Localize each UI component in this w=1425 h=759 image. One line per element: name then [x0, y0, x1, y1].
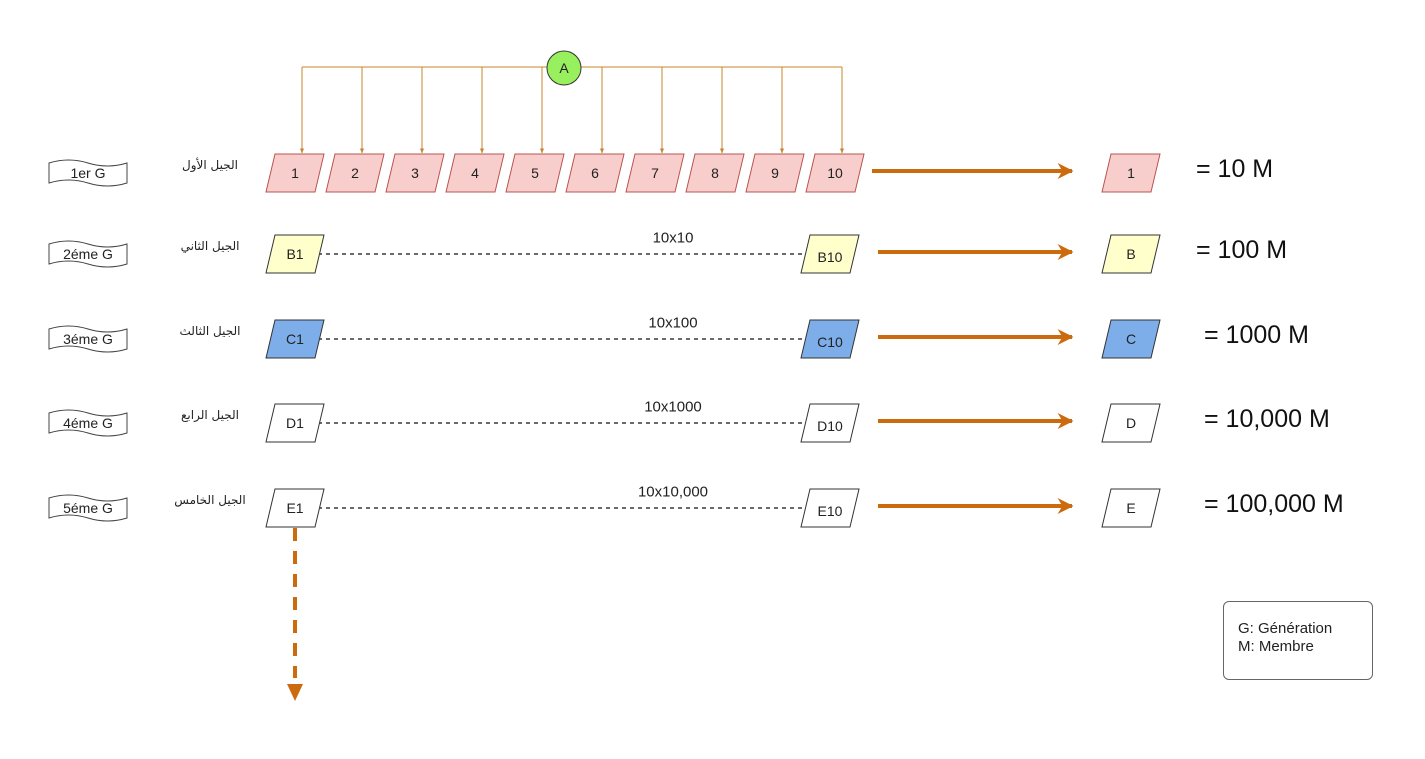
member-node [505, 153, 565, 193]
result-node [1101, 319, 1161, 359]
generation-tag-label: 3éme G [63, 331, 113, 347]
member-label: 3 [411, 165, 419, 181]
multiplier-label: 10x100 [648, 315, 697, 332]
result-total: = 100 M [1196, 236, 1287, 264]
result-label: B [1126, 246, 1135, 262]
member-node [325, 153, 385, 193]
generation-tag [48, 240, 128, 268]
result-node [1101, 153, 1161, 193]
member-label: 8 [711, 165, 719, 181]
generation-tag-label: 5éme G [63, 500, 113, 516]
result-total: = 1000 M [1204, 321, 1309, 349]
member-label-first: B1 [286, 246, 303, 262]
member-node [445, 153, 505, 193]
member-node [805, 153, 865, 193]
member-node-last [800, 319, 860, 359]
legend-member: M: Membre [1238, 638, 1314, 655]
result-label: C [1126, 331, 1136, 347]
member-node-first [265, 403, 325, 443]
result-total: = 10 M [1196, 155, 1273, 183]
legend-generation: G: Génération [1238, 620, 1333, 637]
result-node [1101, 488, 1161, 528]
generation-arabic-label: الجيل الخامس [174, 493, 245, 508]
member-node [265, 153, 325, 193]
member-node [685, 153, 745, 193]
member-label: 7 [651, 165, 659, 181]
member-label: 1 [291, 165, 299, 181]
result-label: E [1126, 500, 1135, 516]
member-label: 6 [591, 165, 599, 181]
result-node [1101, 234, 1161, 274]
legend-box: G: Génération M: Membre [1223, 601, 1373, 680]
generation-tag [48, 494, 128, 522]
multiplier-label: 10x10 [653, 230, 694, 247]
member-node [385, 153, 445, 193]
member-node-first [265, 319, 325, 359]
member-label-last: D10 [817, 418, 843, 434]
member-node-first [265, 488, 325, 528]
generation-tag-label: 4éme G [63, 415, 113, 431]
member-node [625, 153, 685, 193]
member-label-first: D1 [286, 415, 304, 431]
generation-tag-label: 1er G [70, 165, 105, 181]
generation-arabic-label: الجيل الثالث [180, 324, 241, 338]
continuation-arrow-head [287, 684, 303, 701]
result-total: = 10,000 M [1204, 405, 1330, 433]
member-label: 9 [771, 165, 779, 181]
generation-arabic-label: الجيل الأول [182, 157, 238, 173]
result-total: = 100,000 M [1204, 490, 1344, 518]
member-label-first: E1 [286, 500, 303, 516]
root-label: A [559, 60, 569, 76]
result-label: 1 [1127, 165, 1135, 181]
generation-tag [48, 159, 128, 187]
member-node [565, 153, 625, 193]
member-node-last [800, 403, 860, 443]
generation-arabic-label: الجيل الثاني [181, 239, 240, 253]
result-label: D [1126, 415, 1136, 431]
multiplier-label: 10x10,000 [638, 484, 708, 501]
member-label-last: B10 [818, 249, 843, 265]
member-label-last: E10 [818, 503, 843, 519]
generation-arabic-label: الجيل الرابع [181, 408, 239, 423]
member-node-last [800, 488, 860, 528]
member-node-last [800, 234, 860, 274]
generation-tag [48, 409, 128, 437]
member-label-first: C1 [286, 331, 304, 347]
member-label-last: C10 [817, 334, 843, 350]
member-label: 4 [471, 165, 479, 181]
result-node [1101, 403, 1161, 443]
member-node [745, 153, 805, 193]
member-label: 5 [531, 165, 539, 181]
generation-tag [48, 325, 128, 353]
generation-tag-label: 2éme G [63, 246, 113, 262]
member-label: 10 [827, 165, 843, 181]
root-node [546, 50, 582, 86]
member-label: 2 [351, 165, 359, 181]
multiplier-label: 10x1000 [644, 399, 702, 416]
member-node-first [265, 234, 325, 274]
